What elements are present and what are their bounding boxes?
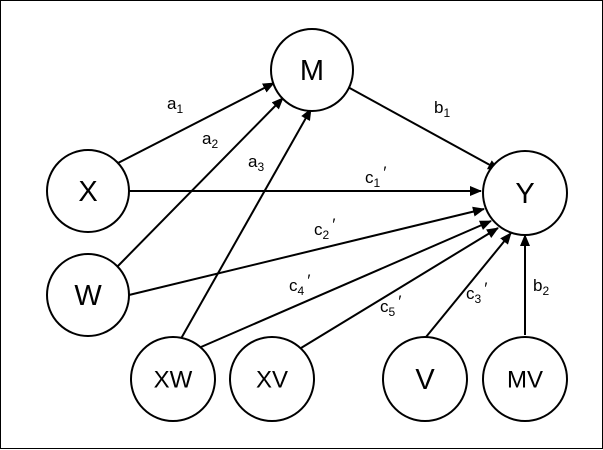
edge-label-a2: a2 xyxy=(202,129,218,151)
edge-label-c4: c4′ xyxy=(289,271,310,298)
node-x-circle xyxy=(46,149,130,233)
edge-xv-to-y xyxy=(300,227,499,349)
node-v-circle xyxy=(382,336,468,422)
edge-label-b2-letter: b xyxy=(533,276,542,295)
edge-label-c4-prime: ′ xyxy=(307,271,310,290)
edge-label-a1-sub: 1 xyxy=(176,102,183,116)
edge-label-c4-letter: c xyxy=(289,276,298,295)
edge-label-c2-prime: ′ xyxy=(332,215,335,234)
edges xyxy=(114,82,530,352)
edge-label-c4-sub: 4 xyxy=(298,284,305,298)
edge-label-a3: a3 xyxy=(248,152,264,174)
node-v-label: V xyxy=(415,364,435,396)
edge-label-c2-letter: c xyxy=(314,220,323,239)
edge-label-b1-sub: 1 xyxy=(443,106,450,120)
node-y-label: Y xyxy=(515,178,534,210)
edge-xw-to-m xyxy=(173,108,312,352)
edge-label-a1: a1 xyxy=(167,94,183,116)
edge-w-to-y xyxy=(128,206,485,296)
node-xv-circle xyxy=(229,336,315,422)
edge-label-c1-prime: ′ xyxy=(383,163,386,182)
edge-label-c1-letter: c xyxy=(365,168,374,187)
node-xw-label: XW xyxy=(154,367,193,394)
edge-label-b2-sub: 2 xyxy=(542,284,549,298)
node-x-label: X xyxy=(78,176,97,208)
node-w-label: W xyxy=(74,280,102,312)
edge-label-c1-sub: 1 xyxy=(374,176,381,190)
edge-w-to-m xyxy=(114,97,284,270)
edge-label-a2-letter: a xyxy=(202,129,212,148)
edge-label-c5-sub: 5 xyxy=(389,305,396,319)
edge-m-to-y xyxy=(345,85,500,171)
node-xv-label: XV xyxy=(256,367,288,394)
edge-v-to-y xyxy=(425,232,512,338)
edge-label-b1: b1 xyxy=(434,98,450,120)
node-w-circle xyxy=(46,253,130,337)
edge-label-a3-sub: 3 xyxy=(257,160,264,174)
node-y-circle xyxy=(482,150,568,236)
node-mv-label: MV xyxy=(507,367,543,394)
edge-label-c5-prime: ′ xyxy=(398,292,401,311)
edge-label-a3-letter: a xyxy=(248,152,258,171)
edge-label-c1: c1′ xyxy=(365,163,386,190)
edge-x-to-m xyxy=(117,82,275,164)
edge-label-b1-letter: b xyxy=(434,98,443,117)
edge-label-c2: c2′ xyxy=(314,215,335,242)
edge-label-a1-letter: a xyxy=(167,94,177,113)
node-m-circle xyxy=(270,28,354,112)
edge-label-c2-sub: 2 xyxy=(323,228,330,242)
nodes xyxy=(46,28,568,422)
edge-label-b2: b2 xyxy=(533,276,549,298)
edge-label-c5-letter: c xyxy=(380,297,389,316)
node-mv-circle xyxy=(482,336,568,422)
edge-xw-to-y xyxy=(200,220,492,348)
node-xw-circle xyxy=(130,336,216,422)
edge-label-c3-prime: ′ xyxy=(484,279,487,298)
edge-label-c3-letter: c xyxy=(466,284,475,303)
edge-label-a2-sub: 2 xyxy=(211,137,218,151)
edge-label-c3-sub: 3 xyxy=(475,292,482,306)
edge-label-c5: c5′ xyxy=(380,292,401,319)
edge-label-c3: c3′ xyxy=(466,279,487,306)
node-m-label: M xyxy=(300,55,324,87)
